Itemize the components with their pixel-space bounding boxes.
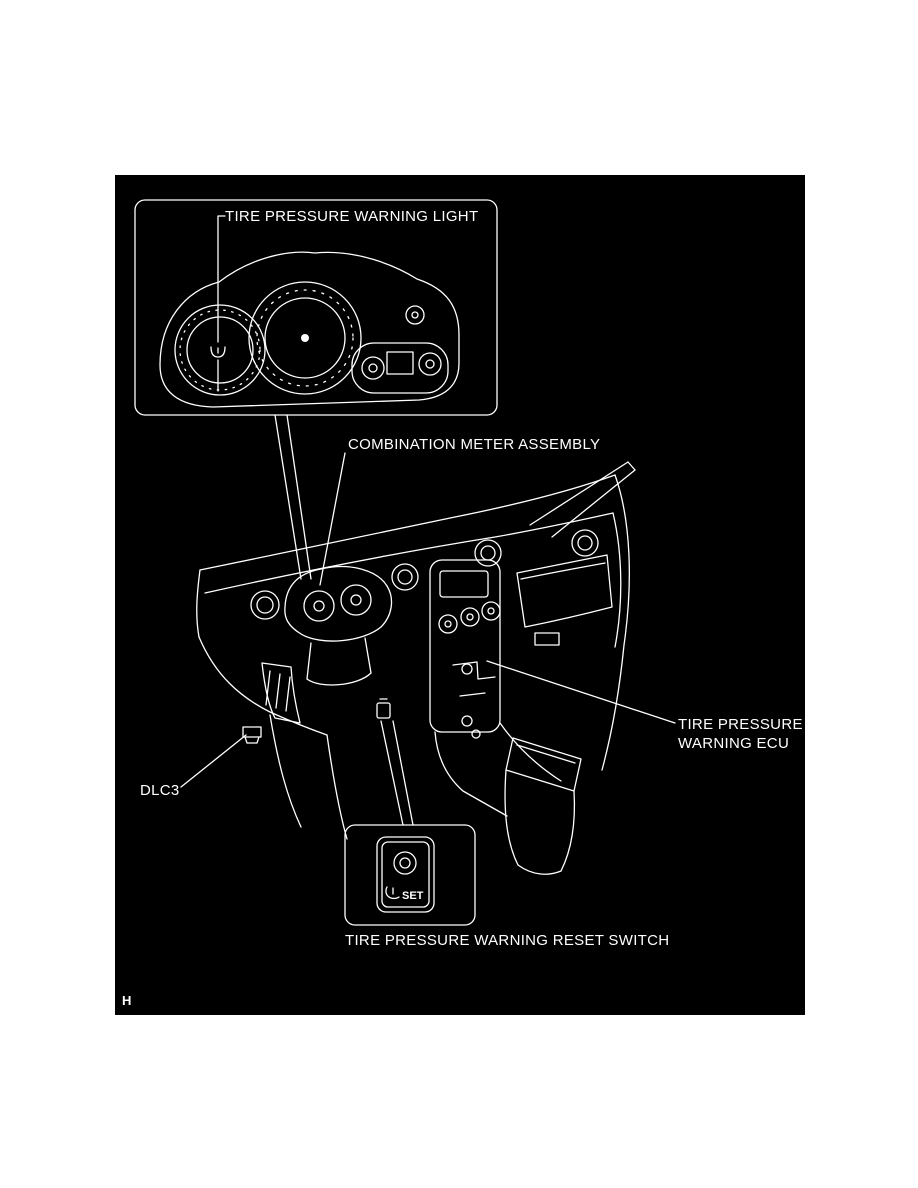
hvac-knob-middle-center	[466, 613, 474, 621]
console-left-edge	[434, 731, 508, 817]
audio-display	[439, 570, 489, 598]
label-tire-pressure-warning-reset-switch: TIRE PRESSURE WARNING RESET SWITCH	[345, 932, 670, 949]
a-pillar-top	[627, 461, 636, 471]
steering-column-left	[306, 642, 312, 680]
shifter-boot-circle-2	[471, 729, 481, 739]
switch-bezel	[376, 836, 435, 913]
inset-to-dash-leader-1	[274, 414, 302, 580]
air-vent-center-left	[391, 563, 419, 591]
dlc3-leader	[180, 734, 247, 788]
fuel-temp-subpanel	[351, 342, 449, 394]
label-tire-pressure-warning-ecu: TIRE PRESSURE WARNING ECU	[678, 715, 803, 753]
hvac-knob-left-center	[444, 620, 452, 628]
tire-pressure-warning-symbol	[210, 346, 226, 358]
hvac-knob-left	[438, 614, 458, 634]
dlc3-connector	[242, 726, 262, 744]
switch-button-center	[399, 857, 411, 869]
steering-column-bottom	[306, 672, 372, 686]
label-tire-pressure-warning-light: TIRE PRESSURE WARNING LIGHT	[225, 208, 479, 225]
console-lower-left	[504, 769, 519, 866]
center-console-armrest	[505, 737, 582, 792]
switch-face	[381, 841, 430, 908]
air-vent-left	[250, 590, 280, 620]
tachometer-gauge	[174, 304, 266, 396]
shifter-boot-circle-1	[461, 715, 473, 727]
passenger-side-switch	[534, 632, 560, 646]
hvac-knob-middle	[460, 607, 480, 627]
speedometer-gauge	[248, 281, 362, 395]
dash-top-edge	[199, 474, 616, 571]
tire-pressure-warning-symbol-small	[385, 886, 400, 900]
dash-gauge-left-hub	[313, 600, 325, 612]
label-combination-meter-assembly: COMBINATION METER ASSEMBLY	[348, 436, 601, 453]
glove-box	[516, 554, 613, 628]
a-pillar-line-1	[529, 461, 629, 526]
label-ecu-line2: WARNING ECU	[678, 735, 790, 752]
label-ecu-line1: TIRE PRESSURE	[678, 716, 803, 733]
hvac-knob-right-center	[487, 607, 495, 615]
inset-to-dash-leader-2	[286, 414, 312, 580]
dashboard-drawing	[196, 461, 636, 875]
shift-gate-lower	[459, 692, 486, 697]
dash-left-edge	[196, 569, 201, 638]
dash-right-edge	[601, 474, 630, 771]
air-vent-center-right	[474, 539, 502, 567]
console-lower-bottom	[517, 864, 562, 875]
leader-lines	[180, 414, 676, 826]
reset-switch-leader-1	[380, 720, 404, 826]
floor-line-right	[326, 734, 348, 840]
shift-knob	[461, 663, 473, 675]
dash-meter-hood	[284, 565, 393, 642]
air-vent-right	[571, 529, 599, 557]
page-marker-h: H	[122, 993, 132, 1008]
center-stack	[429, 559, 501, 733]
combination-meter-leader	[319, 452, 346, 586]
console-right-edge	[499, 722, 562, 782]
diagram-canvas: SET TIRE PRESSURE WARNING LIGHT COMBINAT…	[115, 175, 805, 1015]
knee-panel	[261, 662, 301, 724]
console-lower-right	[560, 790, 576, 872]
ecu-leader	[486, 660, 676, 724]
dash-gauge-left	[303, 590, 335, 622]
dash-gauge-right	[340, 584, 372, 616]
dash-gauge-right-hub	[350, 594, 362, 606]
inset-frame	[344, 824, 476, 926]
warning-light-leader-line	[217, 215, 226, 343]
a-pillar-line-2	[551, 469, 636, 538]
set-label: SET	[402, 890, 424, 902]
reset-switch-on-dash	[376, 698, 391, 719]
reset-switch-leader-2	[392, 720, 414, 826]
dash-front-edge	[204, 512, 614, 594]
dash-right-contour	[612, 512, 622, 648]
small-indicator	[405, 305, 425, 325]
reset-switch-inset: SET	[344, 824, 476, 926]
label-dlc3: DLC3	[140, 782, 180, 799]
instrument-cluster-inset	[134, 199, 498, 416]
hvac-knob-right	[481, 601, 501, 621]
floor-line-left	[269, 714, 302, 828]
diagram-line-art: SET	[134, 199, 676, 926]
steering-column-right	[364, 637, 372, 674]
shift-gate	[452, 661, 496, 680]
switch-button-ring	[393, 851, 417, 875]
dash-lower-left	[198, 636, 328, 736]
inset-frame	[134, 199, 498, 416]
cluster-housing-outline	[159, 251, 460, 408]
